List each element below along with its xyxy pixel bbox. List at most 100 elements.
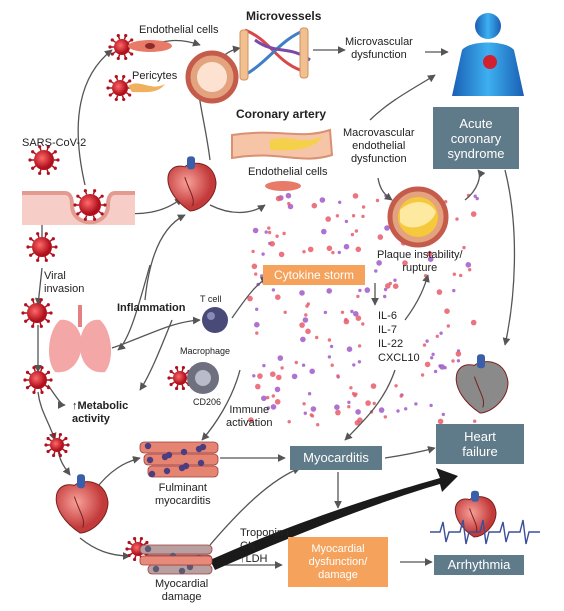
cell-membrane-illustration bbox=[22, 191, 135, 225]
cytokine-dot bbox=[302, 250, 306, 254]
cytokine-dot bbox=[351, 214, 356, 218]
connector-arrows bbox=[34, 39, 516, 569]
cytokine-dot bbox=[299, 290, 305, 296]
cytokine-dot bbox=[274, 399, 281, 405]
cytokine-dot bbox=[343, 243, 350, 250]
cytokine-dot bbox=[436, 289, 443, 295]
vessel-cross-section-icon bbox=[185, 50, 239, 104]
cytokine-dot bbox=[399, 394, 403, 398]
cytokine-dot bbox=[350, 232, 355, 237]
heart-icon bbox=[55, 474, 109, 534]
cytokine-dot bbox=[444, 308, 450, 315]
label-macrovascular-dysfunction: Macrovascular endothelial dysfunction bbox=[343, 127, 415, 165]
cytokine-dot bbox=[375, 198, 380, 203]
cytokine-dot bbox=[326, 288, 333, 294]
cytokine-dot bbox=[374, 269, 378, 273]
arrow-virus-to-endothelial bbox=[77, 49, 113, 186]
label-inflammation: Inflammation bbox=[117, 302, 186, 314]
cytokine-dot bbox=[370, 383, 377, 389]
cytokine-dot bbox=[377, 234, 384, 240]
label-cd206: CD206 bbox=[193, 397, 222, 407]
cytokine-dot bbox=[394, 384, 398, 388]
cytokine-dot bbox=[248, 417, 254, 423]
cytokine-dot bbox=[251, 263, 258, 270]
virus-icon bbox=[106, 74, 134, 102]
cytokine-dot bbox=[309, 368, 316, 375]
label-fulminant-myocarditis: Fulminant myocarditis bbox=[155, 482, 211, 507]
cytokine-dot bbox=[354, 229, 359, 233]
cytokine-dot bbox=[266, 406, 270, 410]
cytokine-dot bbox=[282, 231, 286, 236]
t-cell-icon bbox=[202, 307, 228, 333]
cytokine-dot bbox=[294, 360, 298, 365]
label-immune-activation: Immune activation bbox=[226, 404, 273, 429]
cytokine-dot bbox=[372, 401, 376, 406]
virus-icon bbox=[23, 366, 53, 394]
label-viral-invasion: Viral invasion bbox=[44, 270, 85, 295]
label-endothelial-cells-mid: Endothelial cells bbox=[248, 166, 328, 178]
cytokine-dot bbox=[344, 317, 348, 322]
cytokine-dot bbox=[261, 395, 267, 402]
cytokine-dot bbox=[465, 262, 472, 268]
virus-icon bbox=[21, 298, 53, 328]
cytokine-dot bbox=[271, 394, 275, 398]
label-cardiac-markers: Troponin I CK ↑LDH bbox=[240, 527, 290, 565]
label-metabolic-activity: ↑Metabolic activity bbox=[72, 400, 129, 425]
label-microvessels: Microvessels bbox=[246, 9, 322, 23]
cytokine-dot bbox=[276, 374, 282, 381]
arrow-lungs-to-tcell bbox=[111, 316, 201, 349]
cytokine-dot bbox=[285, 192, 292, 199]
cytokine-dot bbox=[264, 230, 268, 234]
cytokine-dot bbox=[304, 313, 308, 317]
cytokine-dot bbox=[439, 364, 445, 370]
cytokine-dot bbox=[302, 402, 306, 406]
virus-icon bbox=[167, 365, 193, 391]
cytokine-dot bbox=[441, 412, 445, 417]
lungs-icon bbox=[48, 305, 112, 373]
cytokine-dot bbox=[452, 272, 456, 276]
virus-icon bbox=[73, 189, 107, 221]
cytokine-dot bbox=[330, 363, 334, 367]
cytokine-dot bbox=[357, 417, 363, 424]
ecg-trace-icon bbox=[430, 519, 540, 545]
cytokine-dot bbox=[350, 309, 354, 314]
cytokine-dot bbox=[439, 331, 443, 335]
cytokine-dot bbox=[364, 287, 371, 293]
arrow-to-virus-bottom bbox=[37, 391, 57, 441]
cytokine-dot bbox=[316, 423, 320, 427]
arrow-il-to-plaque bbox=[404, 274, 430, 321]
arrow-myocarditis-to-hf bbox=[384, 446, 436, 459]
cytokine-dot bbox=[315, 335, 319, 340]
cytokine-dot bbox=[357, 344, 362, 348]
cytokine-dot bbox=[275, 234, 279, 238]
label-endothelial-cells-top: Endothelial cells bbox=[139, 24, 219, 36]
cytokine-dot bbox=[307, 392, 312, 396]
cytokine-dot bbox=[452, 288, 456, 293]
cytokine-dot bbox=[388, 281, 392, 286]
cytokine-dot bbox=[459, 273, 463, 278]
arrow-to-heart-bottom bbox=[57, 449, 71, 476]
cytokine-dot bbox=[251, 249, 255, 254]
arrow-to-endothelial-mid bbox=[209, 204, 266, 214]
label-macrophage: Macrophage bbox=[180, 346, 231, 356]
arrow-macro-to-body bbox=[369, 74, 436, 121]
label-sars-cov-2: SARS-CoV-2 bbox=[22, 137, 87, 149]
cytokine-dot bbox=[470, 319, 477, 326]
box-myocarditis: Myocarditis bbox=[290, 446, 382, 470]
cytokine-dot bbox=[340, 310, 345, 314]
cytokine-dot bbox=[455, 217, 459, 221]
cytokine-dot bbox=[335, 409, 341, 416]
cytokine-dot bbox=[311, 202, 318, 209]
fulminant-myocarditis-tissue bbox=[139, 441, 219, 478]
arrow-inflammation-lungs bbox=[117, 264, 151, 351]
cytokine-dot bbox=[473, 194, 477, 198]
cytokine-dot bbox=[261, 252, 265, 256]
cytokine-dot bbox=[270, 404, 277, 410]
sars-cov-2-viruses bbox=[21, 33, 193, 562]
heart-icon bbox=[455, 354, 509, 414]
cytokine-dot bbox=[252, 227, 259, 234]
cytokine-dot bbox=[383, 294, 387, 299]
cytokine-dot bbox=[254, 272, 258, 276]
label-t-cell: T cell bbox=[200, 294, 222, 304]
